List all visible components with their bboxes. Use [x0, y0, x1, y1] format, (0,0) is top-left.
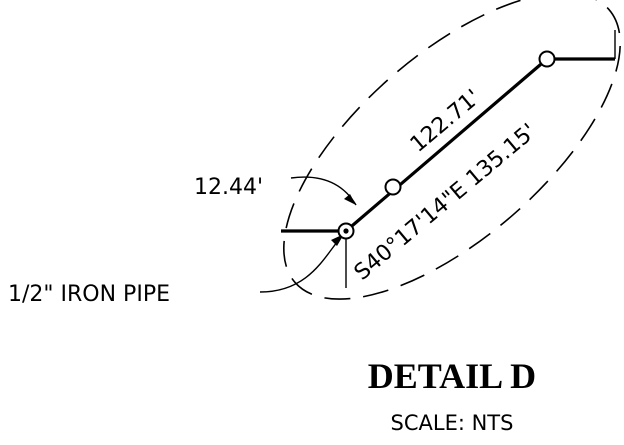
detail-boundary-dashed-ellipse — [283, 0, 621, 300]
iron-pipe-leader — [259, 235, 343, 293]
point-mid-marker-icon — [384, 178, 402, 196]
detail-title: DETAIL D — [368, 356, 536, 396]
offset-dimension-arc — [290, 176, 357, 206]
offset-arrowhead — [344, 194, 356, 205]
point-corner-marker-icon — [538, 50, 556, 68]
detail-scale: SCALE: NTS — [391, 411, 514, 435]
iron-pipe-label: 1/2" IRON PIPE — [8, 282, 170, 307]
offset-label: 12.44' — [194, 175, 263, 200]
iron-pipe-monument-dot — [343, 228, 349, 234]
bearing-line — [344, 57, 549, 233]
